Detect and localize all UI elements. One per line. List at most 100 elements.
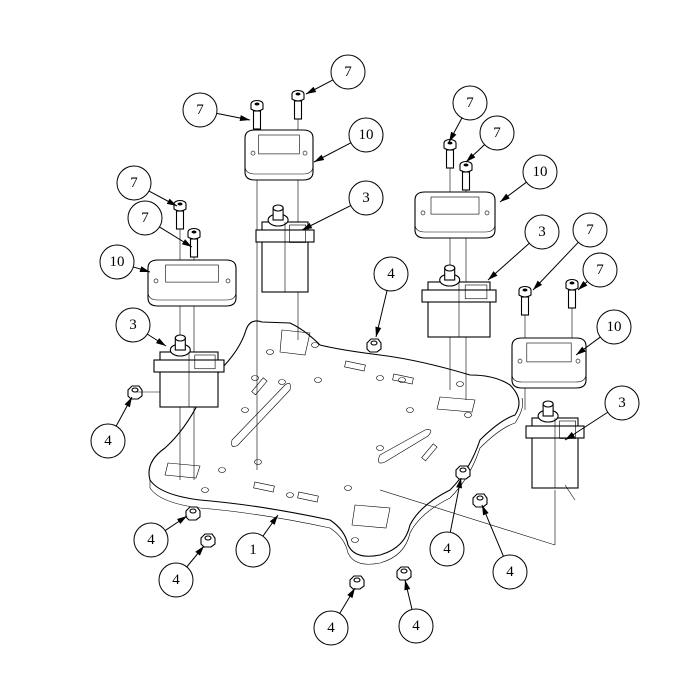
balloon-bolt: 7 (330, 54, 366, 90)
balloon-circle (398, 608, 434, 644)
base-plate (148, 320, 523, 565)
leader-arrowhead (456, 478, 463, 489)
leader-arrowhead (404, 580, 411, 591)
balloon-circle (313, 610, 349, 646)
mounting-hole (376, 445, 384, 451)
balloon-label: 1 (249, 542, 257, 558)
leader-arrowhead (500, 193, 510, 202)
balloon-circle (158, 562, 194, 598)
leader-arrowhead (578, 281, 588, 290)
balloon-bolt: 7 (479, 115, 515, 151)
balloon-label: 4 (147, 532, 155, 548)
balloon-label: 4 (443, 541, 451, 557)
balloon-bolt: 7 (127, 200, 163, 236)
servo (525, 400, 585, 489)
mounting-hole (241, 407, 249, 413)
balloon-nut: 4 (90, 423, 126, 459)
mounting-hole (344, 485, 352, 491)
leader-arrowhead (166, 198, 177, 206)
balloon-circle (572, 212, 608, 248)
mounting-hole (201, 487, 209, 493)
balloon-circle (116, 165, 152, 201)
bolt (459, 160, 473, 191)
mounting-hole (278, 379, 286, 385)
bolt (250, 99, 264, 130)
servo-bracket (147, 259, 237, 307)
balloon-circle (330, 54, 366, 90)
balloon-circle (492, 554, 528, 590)
balloon-label: 3 (618, 395, 626, 411)
nut (200, 533, 216, 548)
assembly-axis-line (379, 489, 556, 546)
balloon-circle (133, 522, 169, 558)
leader-arrowhead (177, 516, 187, 525)
balloon-circle (235, 532, 271, 568)
balloon-circle (348, 117, 384, 153)
balloon-nut: 4 (492, 554, 528, 590)
balloon-label: 4 (172, 572, 180, 588)
balloon-servo-bracket: 10 (348, 117, 384, 153)
balloon-label: 7 (130, 175, 138, 191)
nut (127, 385, 143, 400)
bolt (443, 138, 457, 169)
balloon-servo: 3 (348, 180, 384, 216)
mounting-hole (254, 459, 262, 465)
leader-arrowhead (195, 546, 204, 556)
bolt (291, 89, 305, 120)
leader-arrowhead (124, 397, 132, 408)
mounting-hole (266, 349, 274, 355)
balloon-bolt: 7 (582, 252, 618, 288)
mounting-hole (218, 467, 226, 473)
leader-arrowhead (565, 432, 576, 440)
balloon-bolt: 7 (572, 212, 608, 248)
balloon-label: 7 (196, 102, 204, 118)
leader-arrowhead (239, 115, 250, 121)
servo (153, 334, 225, 408)
balloon-nut: 4 (313, 610, 349, 646)
bolt (518, 285, 532, 316)
balloon-circle (479, 115, 515, 151)
balloon-label: 3 (538, 224, 546, 240)
balloon-circle (373, 256, 409, 292)
balloon-circle (115, 307, 151, 343)
leader-arrowhead (155, 338, 166, 346)
balloon-circle (182, 92, 218, 128)
balloon-servo: 3 (604, 385, 640, 421)
balloon-circle (90, 423, 126, 459)
balloon-label: 10 (110, 254, 125, 270)
bolt (173, 199, 187, 230)
balloon-circle (582, 252, 618, 288)
leader-arrowhead (488, 271, 498, 280)
nut (455, 465, 471, 480)
balloon-bolt: 7 (452, 85, 488, 121)
balloon-servo: 3 (524, 214, 560, 250)
servo-cable (564, 484, 576, 501)
balloon-label: 4 (506, 564, 514, 580)
balloon-base-plate: 1 (235, 532, 271, 568)
balloon-circle (127, 200, 163, 236)
leader-arrowhead (139, 266, 150, 272)
balloon-circle (596, 309, 632, 345)
servo (421, 264, 497, 338)
balloon-nut: 4 (133, 522, 169, 558)
mounting-hole (311, 342, 319, 348)
balloon-nut: 4 (429, 531, 465, 567)
balloon-servo-bracket: 10 (99, 244, 135, 280)
balloon-servo-bracket: 10 (596, 309, 632, 345)
balloon-label: 7 (466, 95, 474, 111)
balloon-label: 10 (533, 164, 548, 180)
mounting-hole (314, 377, 322, 383)
mounting-hole (351, 537, 359, 543)
bolt (187, 227, 201, 258)
leader-arrowhead (375, 326, 382, 337)
balloon-bolt: 7 (116, 165, 152, 201)
servo-bracket (511, 337, 587, 389)
leader-arrowhead (314, 154, 325, 162)
mounting-hole (464, 412, 472, 418)
balloon-nut: 4 (373, 256, 409, 292)
mounting-hole (286, 492, 294, 498)
balloon-label: 7 (586, 222, 594, 238)
leader-arrowhead (306, 86, 317, 94)
